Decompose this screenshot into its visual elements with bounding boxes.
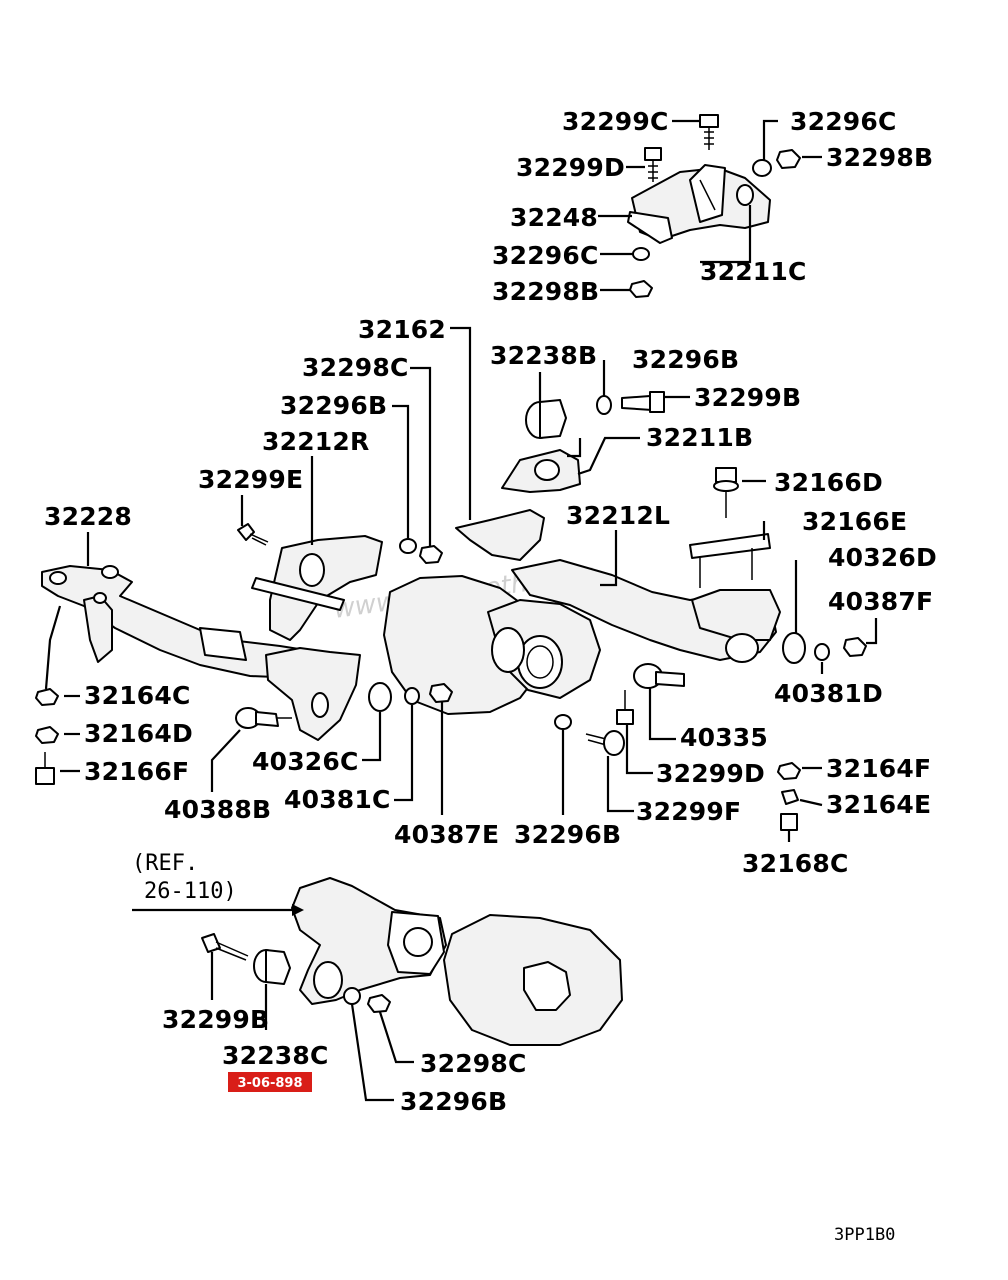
bolt-32299f [585,730,625,756]
nut-32164c [35,688,59,706]
label-32299e: 32299E [198,465,303,494]
bolt-32299e [237,523,269,546]
label-32299d-bottom: 32299D [656,759,765,788]
label-32299b-bottom: 32299B [162,1005,269,1034]
label-32299f: 32299F [636,797,741,826]
bolt-32299b-bottom [201,933,249,961]
label-40381d: 40381D [774,679,883,708]
diagram-code: 3PP1B0 [834,1225,895,1245]
bolt-32299b-top [621,391,665,413]
label-40326d: 40326D [828,543,937,572]
label-32211b: 32211B [646,423,753,452]
nut-40387f [843,637,867,657]
nut-32164e [781,789,799,805]
label-32164e: 32164E [826,790,931,819]
highlight-badge: 3-06-898 [228,1072,312,1092]
washer-32296b-top [596,395,612,415]
bolt-32299d-bottom [616,690,634,725]
bolt-32166d [713,467,739,518]
label-32298c-bottom: 32298C [420,1049,527,1078]
cap-40326c [368,682,392,712]
label-32299d-top: 32299D [516,153,625,182]
differential-housing [383,575,601,715]
label-32164c: 32164C [84,681,191,710]
highlight-badge-text: 3-06-898 [237,1076,302,1091]
nut-32164d [35,726,59,744]
label-32212l: 32212L [566,501,670,530]
label-32296b-left: 32296B [280,391,387,420]
label-32166d: 32166D [774,468,883,497]
rear-differential-lower [291,877,623,1046]
highlight-badge-bg [228,1072,312,1092]
label-32211c: 32211C [700,257,807,286]
label-32299b-top: 32299B [694,383,801,412]
label-32238c: 32238C [222,1041,329,1070]
rear-mount-bracket-32211c [627,164,771,244]
label-40387f: 40387F [828,587,933,616]
washer-32296b-lowest [343,987,361,1005]
label-32166e: 32166E [802,507,907,536]
washer-32296b-left [399,538,417,554]
ref-line-1: (REF. [132,851,198,876]
washer-32296c-top [752,159,772,177]
label-32298c-left: 32298C [302,353,409,382]
label-32228: 32228 [44,502,132,531]
bolt-40388b [235,707,292,729]
label-32296c-top: 32296C [790,107,897,136]
washer-40381c [404,687,420,705]
bracket-32212r [251,535,383,741]
bolt-32299c-top [699,114,719,150]
nut-40387e [429,683,453,703]
label-32164f: 32164F [826,754,931,783]
washer-40381d [814,643,830,661]
label-40326c: 40326C [252,747,359,776]
washer-32296c-mid [632,247,650,261]
label-32296b-top: 32296B [632,345,739,374]
cap-40326d [782,632,806,664]
leader-lines [44,119,878,1102]
label-40335: 40335 [680,723,768,752]
nut-32298b-mid [629,280,653,298]
label-32212r: 32212R [262,427,369,456]
bracket-32162 [455,509,545,561]
label-32164d: 32164D [84,719,193,748]
label-32298b-top: 32298B [826,143,933,172]
label-40387e: 40387E [394,820,499,849]
label-40388b: 40388B [164,795,271,824]
label-32296c-mid: 32296C [492,241,599,270]
bolt-40335 [633,663,685,689]
nut-32298c-left [419,545,443,564]
bracket-32212l [511,533,781,663]
label-32298b-mid: 32298B [492,277,599,306]
label-32299c-top: 32299C [562,107,669,136]
nut-32164f [777,762,801,780]
bolt-32299d-top [644,147,662,182]
nut-32168c [780,813,798,831]
nut-32298b-top [776,149,801,169]
label-32238b: 32238B [490,341,597,370]
label-32162: 32162 [358,315,446,344]
label-32248: 32248 [510,203,598,232]
label-32168c: 32168C [742,849,849,878]
part-number-labels: 32299C 32296C 32299D 32298B 32248 32296C… [44,107,937,1116]
label-32166f: 32166F [84,757,189,786]
washer-32296b-bottom [554,714,572,730]
label-40381c: 40381C [284,785,391,814]
ref-line-2: 26-110) [144,879,237,904]
bolt-32166f [35,752,55,785]
bracket-32211b [501,449,581,493]
label-32296b-bottom: 32296B [514,820,621,849]
bushing-32238c [253,949,291,985]
nut-32298c-bottom [367,994,391,1013]
label-32296b-lowest: 32296B [400,1087,507,1116]
bushing-32238b [525,399,567,439]
